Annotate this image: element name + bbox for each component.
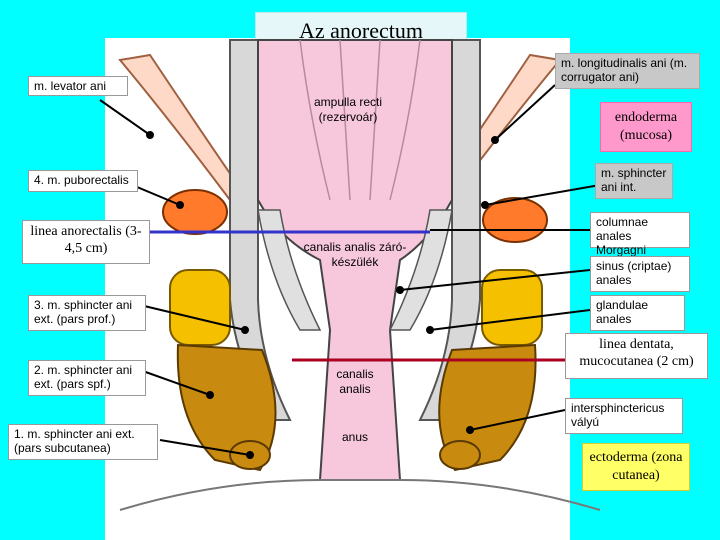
label-columnae-anales: columnae anales Morgagni xyxy=(590,212,690,257)
label-longitudinalis: m. longitudinalis ani (m. corrugator ani… xyxy=(555,53,700,89)
label-sphincter-int: m. sphincter ani int. xyxy=(595,163,673,199)
sphincter-spf-right xyxy=(438,343,537,472)
label-linea-dentata: linea dentata, mucocutanea (2 cm) xyxy=(565,333,708,379)
perineal-skin xyxy=(119,479,601,511)
puborectalis-left xyxy=(162,189,228,235)
label-intersphincter: intersphinctericus vályú xyxy=(565,398,683,434)
label-endoderma: endoderma (mucosa) xyxy=(600,102,692,152)
label-puborectalis: 4. m. puborectalis xyxy=(28,170,138,192)
sphincter-prof-right xyxy=(481,269,543,346)
label-anus: anus xyxy=(341,430,369,444)
label-ampulla-recti: ampulla recti (rezervoár) xyxy=(313,95,383,124)
sphincter-subcut-right xyxy=(439,440,481,470)
label-sphincter-spf: 2. m. sphincter ani ext. (pars spf.) xyxy=(28,360,146,396)
label-linea-anorectalis: linea anorectalis (3-4,5 cm) xyxy=(22,220,150,264)
wall-left xyxy=(229,39,292,421)
label-sphincter-subcut: 1. m. sphincter ani ext. (pars subcutane… xyxy=(8,424,158,460)
label-canalis-analis: canalis analis xyxy=(336,367,374,396)
label-glandulae-anales: glandulae anales xyxy=(590,295,685,331)
label-levator-ani: m. levator ani xyxy=(28,76,128,96)
label-ectoderma: ectoderma (zona cutanea) xyxy=(582,443,690,491)
sphincter-int-right xyxy=(388,209,453,331)
label-sinus-anales: sinus (criptae) anales xyxy=(590,256,690,292)
label-canalis-zaro: canalis analis záró-készülék xyxy=(303,240,407,269)
sphincter-spf-left xyxy=(176,343,277,472)
mucosa-folds xyxy=(299,39,421,201)
sphincter-int-left xyxy=(257,209,322,331)
sphincter-prof-left xyxy=(169,269,231,346)
label-sphincter-prof: 3. m. sphincter ani ext. (pars prof.) xyxy=(28,295,146,331)
